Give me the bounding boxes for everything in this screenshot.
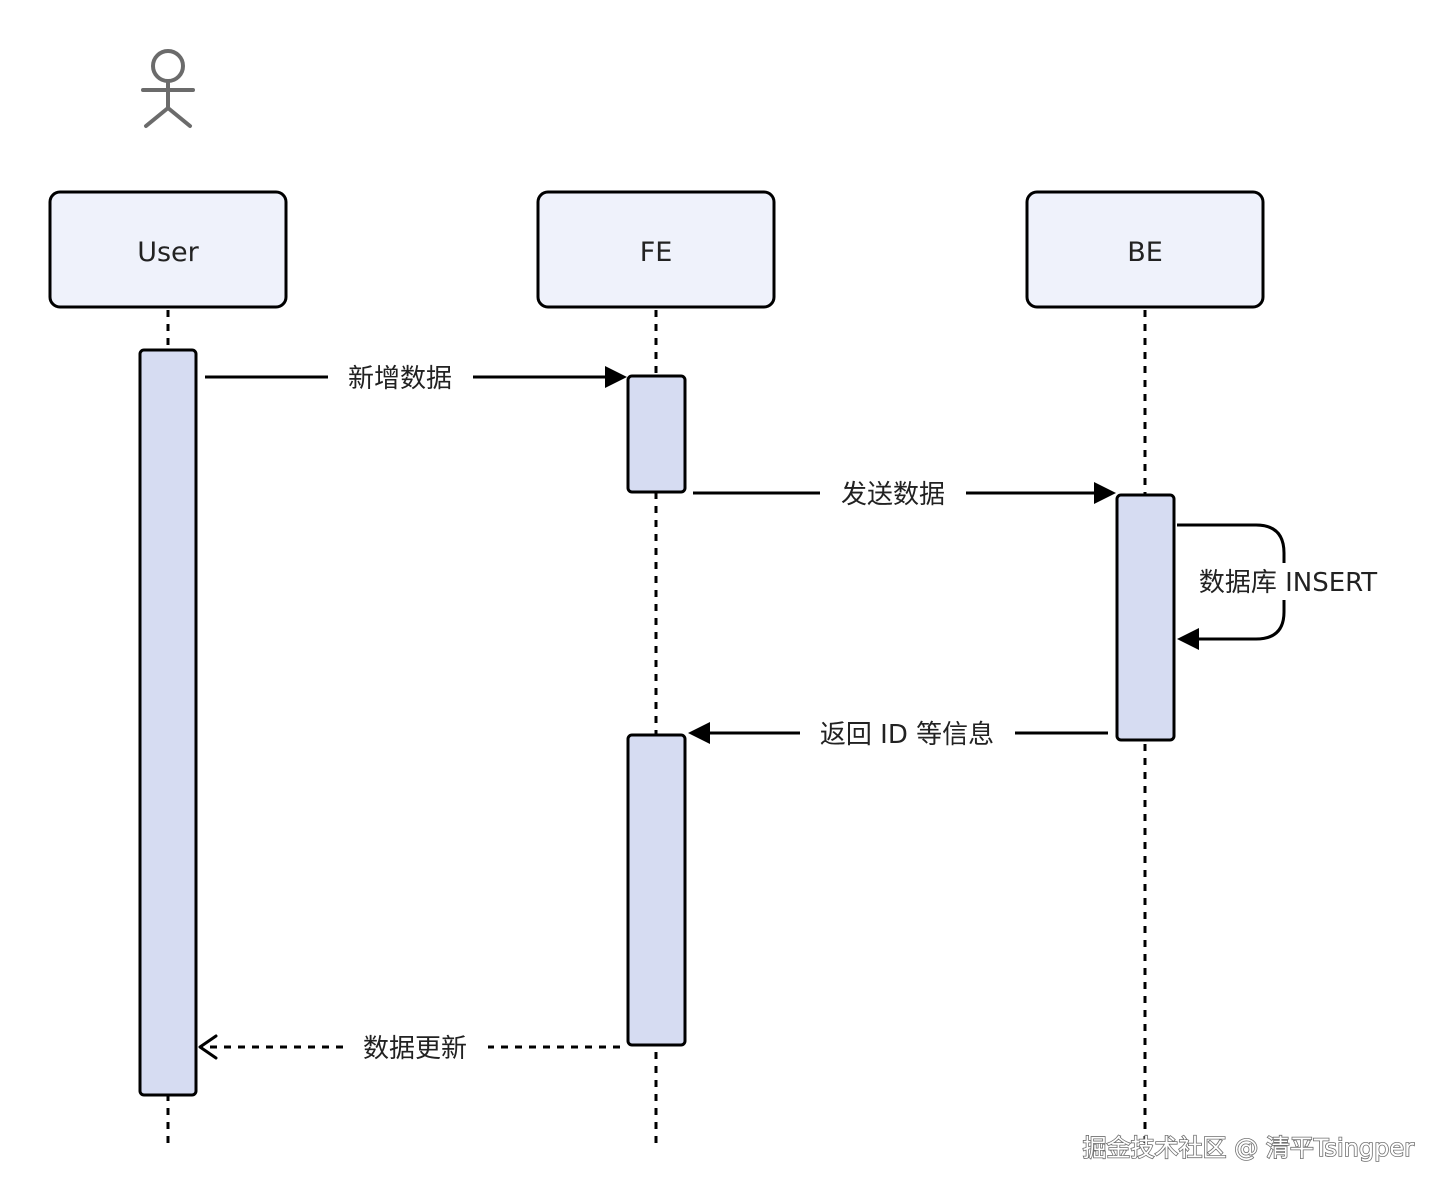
participant-user[interactable]: User — [48, 190, 288, 309]
message-send-data-label: 发送数据 — [841, 480, 945, 510]
activation-user — [138, 348, 198, 1097]
participant-user-label: User — [137, 237, 199, 268]
message-update-data-label: 数据更新 — [363, 1034, 467, 1064]
message-return-id-label: 返回 ID 等信息 — [820, 720, 994, 750]
message-db-insert-label: 数据库 INSERT — [1199, 568, 1377, 598]
participant-be-label: BE — [1127, 237, 1163, 268]
message-add-data-label: 新增数据 — [348, 364, 452, 394]
activation-fe-2 — [626, 733, 687, 1047]
participant-fe-label: FE — [640, 237, 673, 268]
activation-fe-1 — [626, 374, 687, 494]
message-db-insert: 数据库 INSERT — [1177, 523, 1377, 650]
actor-icon — [141, 49, 195, 128]
message-add-data: 新增数据 — [205, 364, 627, 394]
message-return-id: 返回 ID 等信息 — [688, 720, 1108, 750]
activation-be — [1115, 493, 1176, 742]
message-update-data: 数据更新 — [198, 1034, 620, 1064]
watermark: 掘金技术社区 @ 清平Tsingper — [1083, 1134, 1415, 1162]
message-send-data: 发送数据 — [693, 480, 1116, 510]
participant-be[interactable]: BE — [1025, 190, 1265, 309]
participant-fe[interactable]: FE — [536, 190, 776, 309]
